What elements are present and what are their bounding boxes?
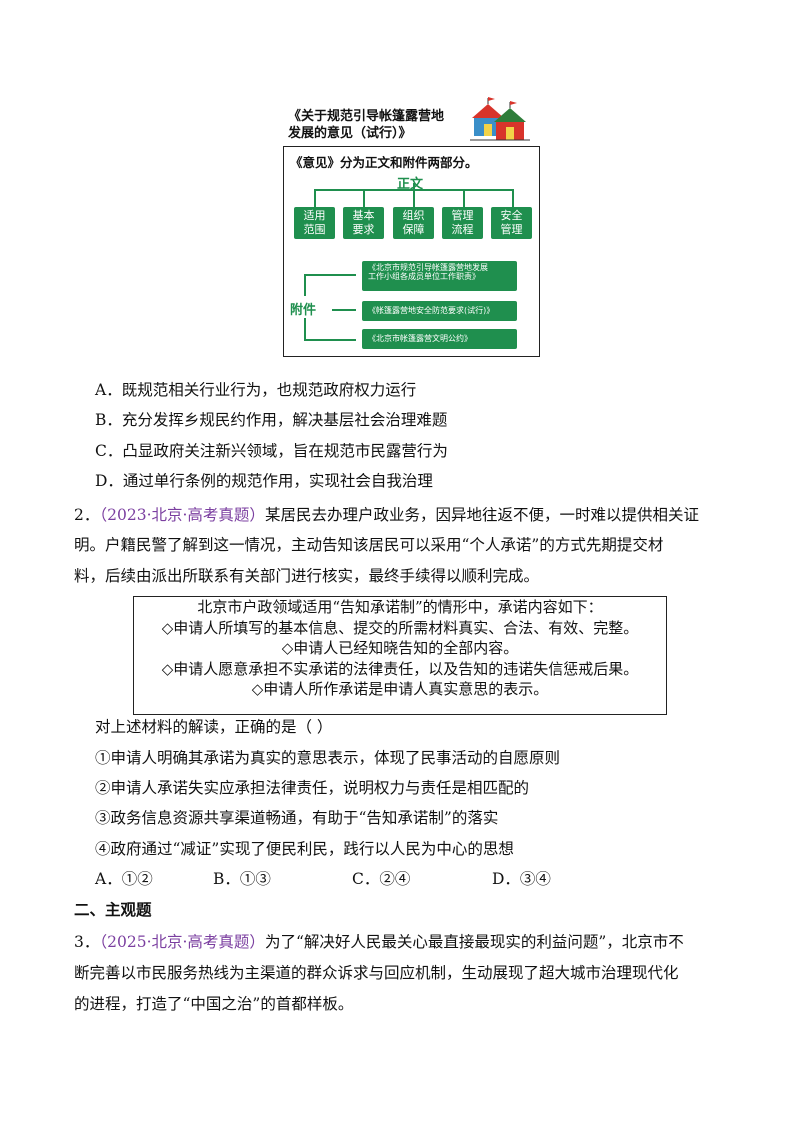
statement-2: ②申请人承诺失实应承担法律责任，说明权力与责任是相匹配的 xyxy=(95,779,530,797)
policy-line: ◇申请人所作承诺是申请人真实意思的表示。 xyxy=(251,680,549,698)
question-prompt: 对上述材料的解读，正确的是（ ） xyxy=(95,718,333,736)
section-label: 管理 xyxy=(500,223,523,236)
question-source: （2025·北京·高考真题） xyxy=(99,933,265,951)
connector xyxy=(363,189,365,207)
connector xyxy=(304,339,356,341)
figure-title-line-2: 发展的意见（试行）》 xyxy=(288,126,412,141)
section-box-requirements: 基本 要求 xyxy=(343,207,384,239)
section-label: 组织 xyxy=(402,209,425,222)
policy-line: ◇申请人已经知晓告知的全部内容。 xyxy=(281,639,519,657)
structure-diagram: 《意见》分为正文和附件两部分。 正文 适用 范围 基本 要求 组织 保障 管理 … xyxy=(283,146,540,357)
attachment-text: 《北京市规范引导帐篷露营地发展 xyxy=(368,263,488,272)
section-label: 要求 xyxy=(352,223,375,236)
option-a: A．既规范相关行业行为，也规范政府权力运行 xyxy=(95,381,417,399)
statement-3: ③政务信息资源共享渠道畅通，有助于“告知承诺制”的落实 xyxy=(95,809,499,827)
diagram-intro: 《意见》分为正文和附件两部分。 xyxy=(290,155,478,170)
policy-material-box: 北京市户政领域适用“告知承诺制”的情形中，承诺内容如下： ◇申请人所填写的基本信… xyxy=(133,596,667,715)
statement-4: ④政府通过“减证”实现了便民利民，践行以人民为中心的思想 xyxy=(95,840,514,858)
question-number: 3． xyxy=(74,933,100,951)
main-text-label: 正文 xyxy=(397,177,424,192)
connector xyxy=(304,274,356,276)
section-label: 范围 xyxy=(303,223,326,236)
connector xyxy=(413,189,415,207)
option-d: D．通过单行条例的规范作用，实现社会自我治理 xyxy=(95,472,433,490)
connector xyxy=(332,309,356,311)
option-c: C．凸显政府关注新兴领域，旨在规范市民露营行为 xyxy=(95,442,448,460)
section-box-scope: 适用 范围 xyxy=(294,207,335,239)
section-box-process: 管理 流程 xyxy=(442,207,483,239)
question-source: （2023·北京·高考真题） xyxy=(99,506,265,524)
policy-line: 北京市户政领域适用“告知承诺制”的情形中，承诺内容如下： xyxy=(197,598,603,616)
choice-c: C．②④ xyxy=(352,870,411,888)
question-3-line-3: 的进程，打造了“中国之治”的首都样板。 xyxy=(74,995,354,1013)
statement-1: ①申请人明确其承诺为真实的意思表示，体现了民事活动的自愿原则 xyxy=(95,749,561,767)
attachment-item: 《北京市规范引导帐篷露营地发展 工作小组各成员单位工作职责》 xyxy=(362,261,517,291)
section-label: 保障 xyxy=(402,223,425,236)
option-b: B．充分发挥乡规民约作用，解决基层社会治理难题 xyxy=(95,411,448,429)
attachment-item: 《帐篷露营地安全防范要求(试行)》 xyxy=(362,301,517,321)
section-box-organization: 组织 保障 xyxy=(393,207,434,239)
connector-stem xyxy=(413,183,415,191)
connector xyxy=(512,189,514,207)
policy-line: ◇申请人愿意承担不实承诺的法律责任，以及告知的违诺失信惩戒后果。 xyxy=(161,659,639,678)
question-2-line-1: 2．（2023·北京·高考真题）某居民去办理户政业务，因异地往返不便，一时难以提… xyxy=(74,505,699,525)
section-heading: 二、主观题 xyxy=(74,900,152,919)
attachment-item: 《北京市帐篷露营文明公约》 xyxy=(362,329,517,349)
attachment-label: 附件 xyxy=(290,303,317,318)
figure-title: 《关于规范引导帐篷露营地 发展的意见（试行）》 xyxy=(288,108,478,142)
tent-illustration xyxy=(470,97,530,141)
section-label: 管理 xyxy=(451,209,474,222)
choice-a: A．①② xyxy=(95,870,153,888)
section-box-safety: 安全 管理 xyxy=(491,207,532,239)
attachment-text: 《帐篷露营地安全防范要求(试行)》 xyxy=(368,306,495,315)
choice-b: B．①③ xyxy=(213,870,271,888)
question-3-line-2: 断完善以市民服务热线为主渠道的群众诉求与回应机制，生动展现了超大城市治理现代化 xyxy=(74,964,679,982)
connector xyxy=(463,189,465,207)
question-3-line-1: 3．（2025·北京·高考真题）为了“解决好人民最关心最直接最现实的利益问题”，… xyxy=(74,932,684,952)
connector xyxy=(304,274,306,296)
section-label: 流程 xyxy=(451,223,474,236)
figure-title-line-1: 《关于规范引导帐篷露营地 xyxy=(288,109,445,124)
attachment-text: 《北京市帐篷露营文明公约》 xyxy=(368,334,472,343)
connector xyxy=(304,318,306,340)
section-label: 适用 xyxy=(303,209,326,222)
choice-d: D．③④ xyxy=(492,870,551,888)
question-number: 2． xyxy=(74,506,100,524)
connector xyxy=(314,189,316,207)
section-label: 安全 xyxy=(500,209,523,222)
question-2-line-2: 明。户籍民警了解到这一情况，主动告知该居民可以采用“个人承诺”的方式先期提交材 xyxy=(74,536,664,554)
section-label: 基本 xyxy=(352,209,375,222)
attachment-text: 工作小组各成员单位工作职责》 xyxy=(368,272,480,281)
question-text: 某居民去办理户政业务，因异地往返不便，一时难以提供相关证 xyxy=(264,506,699,524)
question-2-line-3: 料，后续由派出所联系有关部门进行核实，最终手续得以顺利完成。 xyxy=(74,567,540,585)
question-text: 为了“解决好人民最关心最直接最现实的利益问题”，北京市不 xyxy=(264,933,684,951)
policy-line: ◇申请人所填写的基本信息、提交的所需材料真实、合法、有效、完整。 xyxy=(161,618,639,637)
